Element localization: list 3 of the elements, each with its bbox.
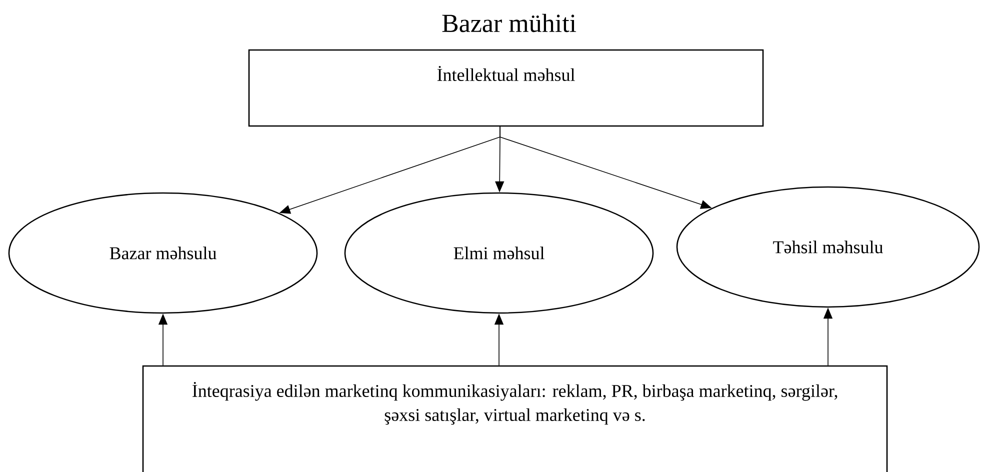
process-box: İnteqrasiya edilən marketinq kommunikasiyaları: reklam, PR, birbaşa marketinq, sərgilər, şəxsi satışlar, virtual marketinq və s. [142, 365, 888, 472]
process-box: İntellektual məhsul [248, 49, 764, 127]
title: Bazar mühiti [442, 14, 576, 32]
